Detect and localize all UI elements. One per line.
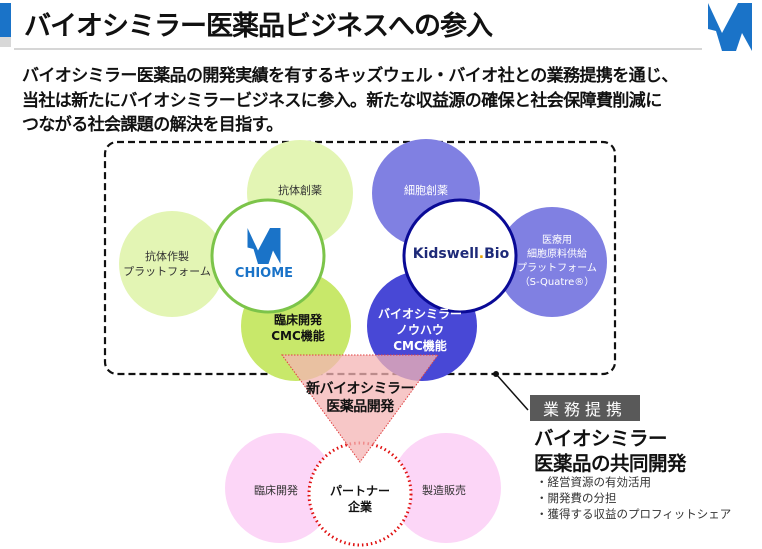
joint-development-title-line: 医薬品の共同開発 [534, 452, 687, 475]
chiome-petal-bottom-label: 臨床開発 CMC機能 [250, 310, 346, 346]
connector-line [495, 373, 529, 411]
chiome-petal-top-label: 抗体創薬 [247, 170, 353, 210]
petal-text: 細胞創薬 [404, 183, 448, 197]
partner-center-line: パートナー [329, 484, 390, 498]
kidswell-petal-right-label: 医療用 細胞原料供給 プラットフォーム （S-Quatre®） [505, 232, 609, 292]
kidswell-petal-top-label: 細胞創薬 [376, 170, 476, 210]
kidswell-petal-bottom-label: バイオシミラー ノウハウ CMC機能 [370, 305, 470, 355]
lead-line: バイオシミラー医薬品の開発実績を有するキッズウェル・バイオ社との業務提携を通じ、 [22, 66, 678, 86]
chiome-x-logo-icon [708, 3, 752, 51]
partner-petal-left-label: 臨床開発 [254, 484, 298, 497]
partner-center-label: パートナー 企業 [320, 483, 400, 515]
lead-paragraph: バイオシミラー医薬品の開発実績を有するキッズウェル・バイオ社との業務提携を通じ、… [22, 64, 752, 138]
new-development-label: 新バイオシミラー 医薬品開発 [292, 380, 428, 416]
petal-text: ノウハウ [395, 323, 444, 337]
benefit-item: ・獲得する収益のプロフィットシェア [536, 507, 732, 521]
benefit-item: ・経営資源の有効活用 [536, 475, 651, 489]
petal-text: CMC機能 [393, 339, 447, 353]
lead-line: つながる社会課題の解決を目指す。 [22, 115, 283, 135]
title-divider [14, 48, 702, 50]
new-development-triangle [281, 354, 439, 463]
chiome-petal-left [119, 211, 225, 317]
joint-development-benefits: ・経営資源の有効活用 ・開発費の分担 ・獲得する収益のプロフィットシェア [536, 474, 731, 522]
kidswell-petal-right [497, 207, 607, 317]
kidswell-center-ring [402, 198, 518, 314]
kidswell-logo-text: Bio [484, 246, 510, 262]
chiome-logo-mark-icon [247, 228, 281, 264]
petal-text: （S-Quatre®） [519, 277, 595, 288]
kidswell-logo: Kidswell.Bio [410, 246, 512, 262]
partner-petal-left [225, 433, 335, 543]
petal-text: バイオシミラー [377, 307, 462, 321]
joint-development-title: バイオシミラー 医薬品の共同開発 [534, 426, 687, 476]
petal-text: 細胞原料供給 [527, 249, 587, 260]
title-accent-bar [0, 3, 11, 37]
kidswell-logo-dot: . [478, 246, 485, 262]
partner-center-line: 企業 [347, 500, 372, 514]
lead-line: 当社は新たにバイオシミラービジネスに参入。新たな収益源の確保と社会保障費削減に [22, 90, 662, 111]
petal-text: CMC機能 [271, 329, 325, 343]
chiome-logo-text: CHIOME [234, 266, 294, 281]
petal-text: 医療用 [542, 235, 572, 246]
page-title: バイオシミラー医薬品ビジネスへの参入 [24, 11, 493, 42]
joint-development-title-line: バイオシミラー [534, 427, 668, 450]
petal-text: プラットフォーム [123, 265, 211, 278]
partner-petal-right-label: 製造販売 [422, 484, 466, 497]
chiome-petal-left-label: 抗体作製 プラットフォーム [112, 246, 222, 282]
partner-petal-right [391, 433, 501, 543]
new-development-line: 新バイオシミラー [306, 381, 415, 397]
new-development-line: 医薬品開発 [326, 399, 394, 415]
petal-text: 抗体創薬 [278, 183, 322, 197]
title-accent-bar-gray [0, 37, 11, 47]
benefit-item: ・開発費の分担 [536, 491, 617, 505]
petal-text: 臨床開発 [273, 313, 322, 327]
partnership-label: 業務提携 [530, 395, 640, 421]
petal-text: プラットフォーム [517, 263, 597, 274]
petal-text: 抗体作製 [145, 250, 189, 263]
kidswell-logo-text: Kidswell [412, 246, 479, 262]
